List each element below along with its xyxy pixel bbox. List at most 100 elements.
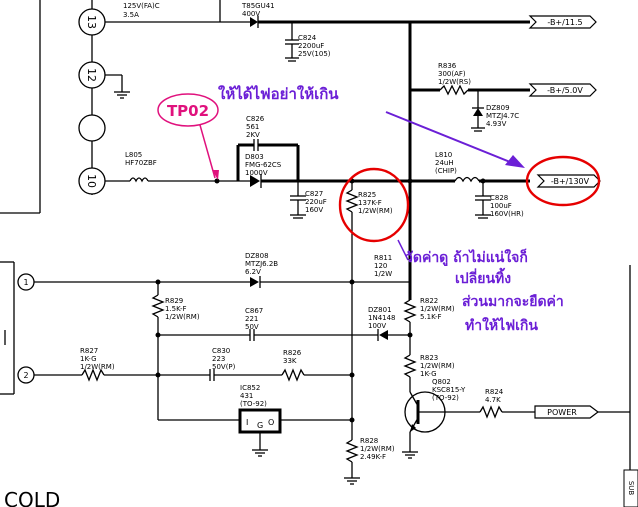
output-b-11-5: -B+/11.5: [547, 18, 582, 27]
ic852-pin-o: O: [268, 418, 274, 427]
voltage-note: ให้ได้ไฟอย่าให้เกิน: [218, 84, 339, 103]
c867-rating: 50V: [245, 323, 259, 331]
c824-label: C824: [298, 34, 317, 42]
dz801-value: 1N4148: [368, 314, 396, 322]
left-connector: 13 12 10: [0, 0, 221, 214]
output-b-5-0: -B+/5.0V: [547, 86, 583, 95]
q802-label: Q802: [432, 378, 451, 386]
r828-rating: 2.49K-F: [360, 453, 386, 461]
dz801-rating: 100V: [368, 322, 386, 330]
dz808-rating: 6.2V: [245, 268, 261, 276]
r827-label: R827: [80, 347, 98, 355]
ic852-label: IC852: [240, 384, 260, 392]
c867-value: 221: [245, 315, 258, 323]
dz809-value: MTZJ4.7C: [486, 112, 519, 120]
pin-12-label: 12: [85, 68, 98, 82]
output-b-130: -B+/130V: [551, 177, 590, 186]
ic852-pin-g: G: [257, 421, 263, 430]
pin-13-label: 13: [85, 15, 98, 29]
ic852-value: 431: [240, 392, 253, 400]
q802-package: (TO-92): [432, 394, 459, 402]
c830-rating: 50V(P): [212, 363, 236, 371]
side-label: SUB: [627, 481, 635, 496]
c826-value: 561: [246, 123, 259, 131]
r826-label: R826: [283, 349, 302, 357]
ic852-pin-i: I: [246, 418, 248, 427]
r823-value: 1/2W(RM): [420, 362, 455, 370]
cold-label: COLD: [4, 488, 60, 507]
r829-value: 1.5K-F: [165, 305, 187, 313]
annotations: TP02 ให้ได้ไฟอย่าให้เกิน วัดค่าดู ถ้าไม่…: [157, 84, 601, 334]
measure-note-1: วัดค่าดู ถ้าไม่แน่ใจก็: [405, 248, 528, 266]
r829-label: R829: [165, 297, 183, 305]
highlight-130v: [525, 155, 601, 207]
top-part-label-2: 3.5A: [123, 11, 139, 19]
r823-label: R823: [420, 354, 438, 362]
r811-value: 120: [374, 262, 387, 270]
pin-2-label: 2: [23, 371, 28, 380]
power-control: Q802 KSC815-Y (TO-92) R824 4.7K POWER: [402, 378, 630, 459]
dz809-label: DZ809: [486, 104, 510, 112]
highlight-r825: [338, 167, 410, 243]
c824-value: 2200uF: [298, 42, 324, 50]
l805-label: L805: [125, 151, 142, 159]
l810-rating: (CHIP): [435, 167, 457, 175]
c828-value: 100uF: [490, 202, 512, 210]
top-part-label-1: 125V(FA)C: [123, 2, 160, 10]
dz809-rating: 4.93V: [486, 120, 507, 128]
dz808-label: DZ808: [245, 252, 269, 260]
c830-value: 223: [212, 355, 225, 363]
r824-value: 4.7K: [485, 396, 501, 404]
output-power: POWER: [547, 408, 577, 417]
c826-rating: 2KV: [246, 131, 260, 139]
c827-rating: 160V: [305, 206, 323, 214]
r825-rating: 1/2W(RM): [358, 207, 393, 215]
r823-rating: 1K-G: [420, 370, 437, 378]
dz808-value: MTZJ6.2B: [245, 260, 278, 268]
r829-rating: 1/2W(RM): [165, 313, 200, 321]
rail-130: L805 HF70ZBF C826 561 2KV D803 FMG-62CS …: [105, 115, 601, 440]
r836-value: 300(AF): [438, 70, 466, 78]
ic852-package: (TO-92): [240, 400, 267, 408]
top-part-label-4: 400V: [242, 10, 260, 18]
r811-rating: 1/2W: [374, 270, 392, 278]
tp02-bubble: [157, 93, 219, 127]
r811-label: R811: [374, 254, 392, 262]
r822-value: 1/2W(RM): [420, 305, 455, 313]
c828-label: C828: [490, 194, 508, 202]
d803-rating: 1000V: [245, 169, 268, 177]
c828-rating: 160V(HR): [490, 210, 524, 218]
q802-value: KSC815-Y: [432, 386, 466, 394]
l810-label: L810: [435, 151, 452, 159]
pin-1-label: 1: [23, 278, 28, 287]
c830-label: C830: [212, 347, 230, 355]
r836-label: R836: [438, 62, 457, 70]
feedback-network: DZ808 MTZJ6.2B 6.2V R811 120 1/2W R829 1…: [34, 252, 455, 485]
measure-note-4: ทำให้ไฟเกิน: [465, 316, 538, 334]
c827-label: C827: [305, 190, 323, 198]
r827-value: 1K-G: [80, 355, 97, 363]
c867-label: C867: [245, 307, 263, 315]
r836-rating: 1/2W(RS): [438, 78, 471, 86]
d803-label: D803: [245, 153, 264, 161]
r828-label: R828: [360, 437, 378, 445]
top-part-label-3: T85GU41: [241, 2, 275, 10]
r828-value: 1/2W(RM): [360, 445, 395, 453]
r826-value: 33K: [283, 357, 297, 365]
dz801-label: DZ801: [368, 306, 392, 314]
c824-rating: 25V(105): [298, 50, 331, 58]
d803-value: FMG-62CS: [245, 161, 282, 169]
r824-label: R824: [485, 388, 504, 396]
l805-value: HF70ZBF: [125, 159, 157, 167]
c826-label: C826: [246, 115, 265, 123]
l810-value: 24uH: [435, 159, 454, 167]
r825-value: 137K-F: [358, 199, 382, 207]
measure-note-3: ส่วนมากจะยืดค่า: [462, 294, 564, 310]
measure-note-2: เปลี่ยนทิ้ง: [455, 267, 511, 287]
rail-11-5: C824 2200uF 25V(105) -B+/11.5: [220, 15, 597, 62]
r822-rating: 5.1K-F: [420, 313, 442, 321]
lower-connector: 1 2: [0, 261, 35, 395]
pin-10-label: 10: [85, 174, 98, 188]
r827-rating: 1/2W(RM): [80, 363, 115, 371]
